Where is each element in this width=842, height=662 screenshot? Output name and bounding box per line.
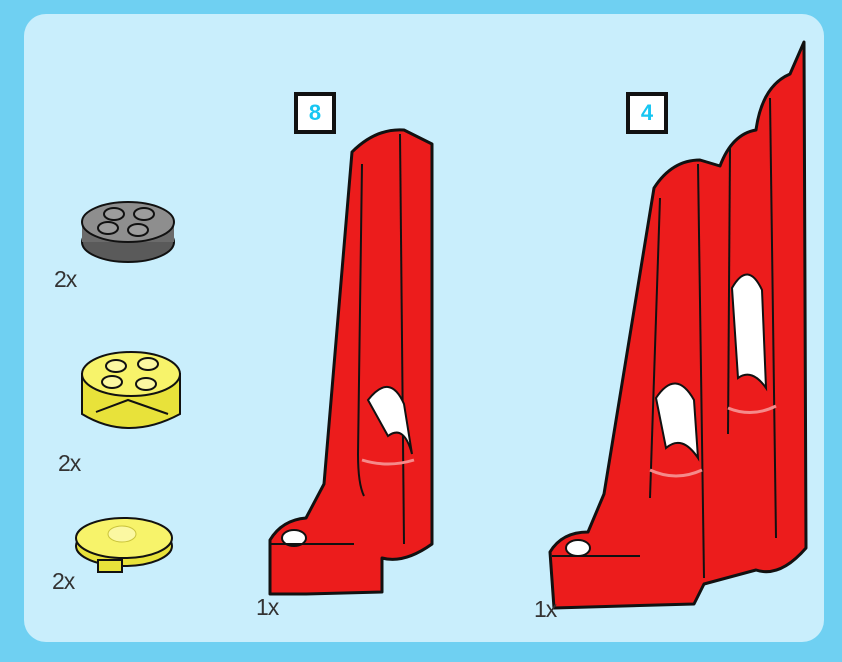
yellow-round-tile-qty: 2x (52, 568, 74, 595)
red-slope-large-qty: 1x (534, 596, 556, 623)
yellow-round-brick-icon (76, 334, 196, 444)
grey-round-plate-qty: 2x (54, 266, 76, 293)
yellow-round-tile-icon (68, 508, 188, 578)
red-slope-small-icon (264, 124, 444, 600)
grey-round-plate-icon (72, 180, 192, 270)
red-slope-large-icon (544, 38, 814, 612)
red-slope-small-qty: 1x (256, 594, 278, 621)
yellow-round-brick-qty: 2x (58, 450, 80, 477)
